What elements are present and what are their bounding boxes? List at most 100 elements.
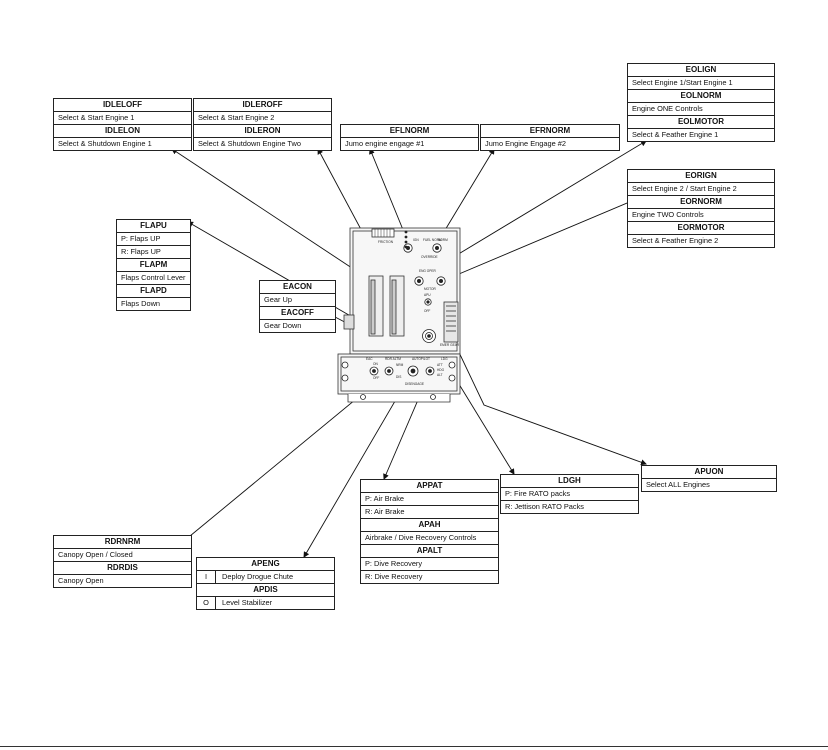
callout-row: P: Flaps UP xyxy=(117,233,190,246)
label-att: ATT xyxy=(437,363,443,367)
callout-eflnorm: EFLNORM Jumo engine engage #1 xyxy=(340,124,479,151)
callout-title: APENG xyxy=(197,558,334,571)
leader-idleoff xyxy=(171,148,365,277)
label-off2: OFF xyxy=(373,376,379,380)
label-disengage: DISENGAGE xyxy=(405,382,424,386)
callout-row: O Level Stabilizer xyxy=(197,597,334,609)
callout-row: Select Engine 1/Start Engine 1 xyxy=(628,77,774,90)
callout-row: Select ALL Engines xyxy=(646,480,710,489)
callout-row: R: Flaps UP xyxy=(117,246,190,259)
callout-row: R: Jettison RATO Packs xyxy=(505,502,584,511)
callout-row: I Deploy Drogue Chute xyxy=(197,571,334,584)
callout-title: EORNORM xyxy=(628,196,774,209)
callout-idleoff: IDLELOFF Select & Start Engine 1 IDLELON… xyxy=(53,98,192,151)
callout-title: EFRNORM xyxy=(481,125,619,138)
callout-title: APPAT xyxy=(361,480,498,493)
callout-row: Select & Feather Engine 2 xyxy=(632,236,719,245)
callout-title: RDRDIS xyxy=(54,562,191,575)
callout-title: IDLERON xyxy=(194,125,331,138)
callout-title: IDLELON xyxy=(54,125,191,138)
callout-row: P: Fire RATO packs xyxy=(501,488,638,501)
callout-row: Select & Shutdown Engine 1 xyxy=(58,139,152,148)
label-motor: MOTOR xyxy=(424,287,437,291)
label-nrm: NRM xyxy=(396,363,404,367)
leader-eflnorm xyxy=(369,148,409,243)
label-friction: FRICTION xyxy=(378,240,394,244)
callout-eorign: EORIGN Select Engine 2 / Start Engine 2 … xyxy=(627,169,775,248)
callout-row: Canopy Open / Closed xyxy=(54,549,191,562)
callout-row: P: Air Brake xyxy=(361,493,498,506)
callout-row: Engine ONE Controls xyxy=(628,103,774,116)
callout-apuon: APUON Select ALL Engines xyxy=(641,465,777,492)
label-override: OVERRIDE xyxy=(421,255,438,259)
label-emer-gear: EMER GEAR xyxy=(440,343,460,347)
label-alt: ALT xyxy=(437,373,443,377)
callout-row: Select & Feather Engine 1 xyxy=(632,130,719,139)
callout-title: EORMOTOR xyxy=(628,222,774,235)
callout-title: EFLNORM xyxy=(341,125,478,138)
callout-row: Select & Start Engine 1 xyxy=(54,112,191,125)
callout-title: LDGH xyxy=(501,475,638,488)
callout-ldgh: LDGH P: Fire RATO packs R: Jettison RATO… xyxy=(500,474,639,514)
callout-title: EOLNORM xyxy=(628,90,774,103)
callout-rdrnrm: RDRNRM Canopy Open / Closed RDRDIS Canop… xyxy=(53,535,192,588)
callout-title: IDLEROFF xyxy=(194,99,331,112)
callout-title: FLAPU xyxy=(117,220,190,233)
callout-row: R: Air Brake xyxy=(361,506,498,519)
callout-title: IDLELOFF xyxy=(54,99,191,112)
callout-row: Select & Shutdown Engine Two xyxy=(198,139,301,148)
label-eac: EAC xyxy=(366,357,373,361)
leader-eorign xyxy=(439,194,647,283)
callout-title: EORIGN xyxy=(628,170,774,183)
position-desc: Deploy Drogue Chute xyxy=(222,572,294,581)
leader-eolign xyxy=(431,140,647,271)
callout-title: FLAPM xyxy=(117,259,190,272)
label-rdr-altm: RDR ALTM xyxy=(385,357,401,361)
callout-title: RDRNRM xyxy=(54,536,191,549)
callout-title: EOLIGN xyxy=(628,64,774,77)
callout-row: Airbrake / Dive Recovery Controls xyxy=(361,532,498,545)
callout-row: Jumo Engine Engage #2 xyxy=(485,139,566,148)
label-on: ON xyxy=(373,362,378,366)
callout-apeng: APENG I Deploy Drogue Chute APDIS O Leve… xyxy=(196,557,335,610)
leader-rdrnrm xyxy=(189,375,385,537)
label-norm: NORM xyxy=(438,238,448,242)
callout-row: Select Engine 2 / Start Engine 2 xyxy=(628,183,774,196)
callout-title: APAH xyxy=(361,519,498,532)
callout-row: Canopy Open xyxy=(58,576,104,585)
callout-row: Gear Up xyxy=(260,294,335,307)
position-key: O xyxy=(197,597,216,609)
callout-row: Flaps Down xyxy=(121,299,161,308)
callout-appat: APPAT P: Air Brake R: Air Brake APAH Air… xyxy=(360,479,499,584)
label-autopilot: AUTOPILOT xyxy=(412,357,430,361)
callout-row: Gear Down xyxy=(264,321,302,330)
callout-title: EOLMOTOR xyxy=(628,116,774,129)
callout-idleroff: IDLEROFF Select & Start Engine 2 IDLERON… xyxy=(193,98,332,151)
page-bottom-rule xyxy=(0,746,828,747)
label-hdg: HDG xyxy=(437,368,445,372)
label-ign: IGN xyxy=(413,238,419,242)
callout-eacon: EACON Gear Up EACOFF Gear Down xyxy=(259,280,336,333)
label-dis: DIS xyxy=(396,375,401,379)
leader-apeng xyxy=(303,371,413,558)
callout-row: Select & Start Engine 2 xyxy=(194,112,331,125)
label-ldg: LDG xyxy=(441,357,448,361)
callout-title: EACON xyxy=(260,281,335,294)
label-fuel-norm: FUEL NORM xyxy=(423,238,442,242)
callout-row: Flaps Control Lever xyxy=(117,272,190,285)
position-desc: Level Stabilizer xyxy=(222,598,273,607)
callout-title: FLAPD xyxy=(117,285,190,298)
callout-eolign: EOLIGN Select Engine 1/Start Engine 1 EO… xyxy=(627,63,775,142)
label-eng-oper: ENG OPER xyxy=(419,269,437,273)
callout-title: APALT xyxy=(361,545,498,558)
callout-row: Engine TWO Controls xyxy=(628,209,774,222)
callout-efrnorm: EFRNORM Jumo Engine Engage #2 xyxy=(480,124,620,151)
label-off: OFF xyxy=(424,309,430,313)
callout-title: APUON xyxy=(642,466,776,479)
callout-title: EACOFF xyxy=(260,307,335,320)
callout-row: Jumo engine engage #1 xyxy=(345,139,425,148)
label-apu: APU xyxy=(424,293,431,297)
callout-flapu: FLAPU P: Flaps UP R: Flaps UP FLAPM Flap… xyxy=(116,219,191,311)
